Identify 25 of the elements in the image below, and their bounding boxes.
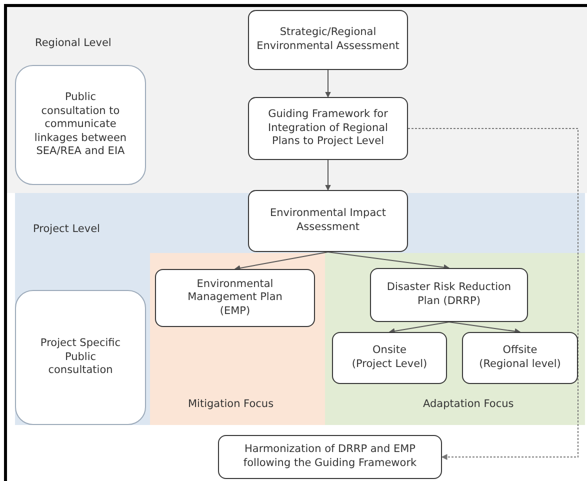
process-box: Strategic/Regional Environmental Assessment: [248, 10, 408, 70]
arrow: [408, 128, 578, 460]
arrow: [388, 322, 450, 334]
process-box: Guiding Framework for Integration of Regional Plans to Project Level: [248, 97, 408, 160]
process-box: Environmental Management Plan (EMP): [155, 269, 315, 327]
consultation-box: Project Specific Public consultation: [15, 290, 146, 425]
band-label: Adaptation Focus: [423, 398, 514, 410]
level-band: [15, 193, 585, 425]
process-box: Offsite (Regional level): [462, 332, 578, 384]
consultation-box: Public consultation to communicate linkages between SEA/REA and EIA: [15, 65, 146, 185]
arrow: [325, 160, 331, 191]
level-band: [7, 7, 587, 193]
arrow: [448, 322, 521, 334]
arrow: [328, 252, 450, 270]
band-label: Regional Level: [35, 37, 112, 49]
process-box: Onsite (Project Level): [332, 332, 447, 384]
band-label: Mitigation Focus: [188, 398, 274, 410]
arrow: [234, 252, 328, 271]
process-box: Environmental Impact Assessment: [248, 190, 408, 252]
process-box: Harmonization of DRRP and EMP following the Guiding Framework: [218, 435, 442, 479]
arrow: [325, 70, 331, 98]
level-band: [325, 253, 585, 425]
process-box: Disaster Risk Reduction Plan (DRRP): [370, 268, 528, 322]
band-label: Project Level: [33, 223, 100, 235]
level-band: [150, 253, 325, 425]
